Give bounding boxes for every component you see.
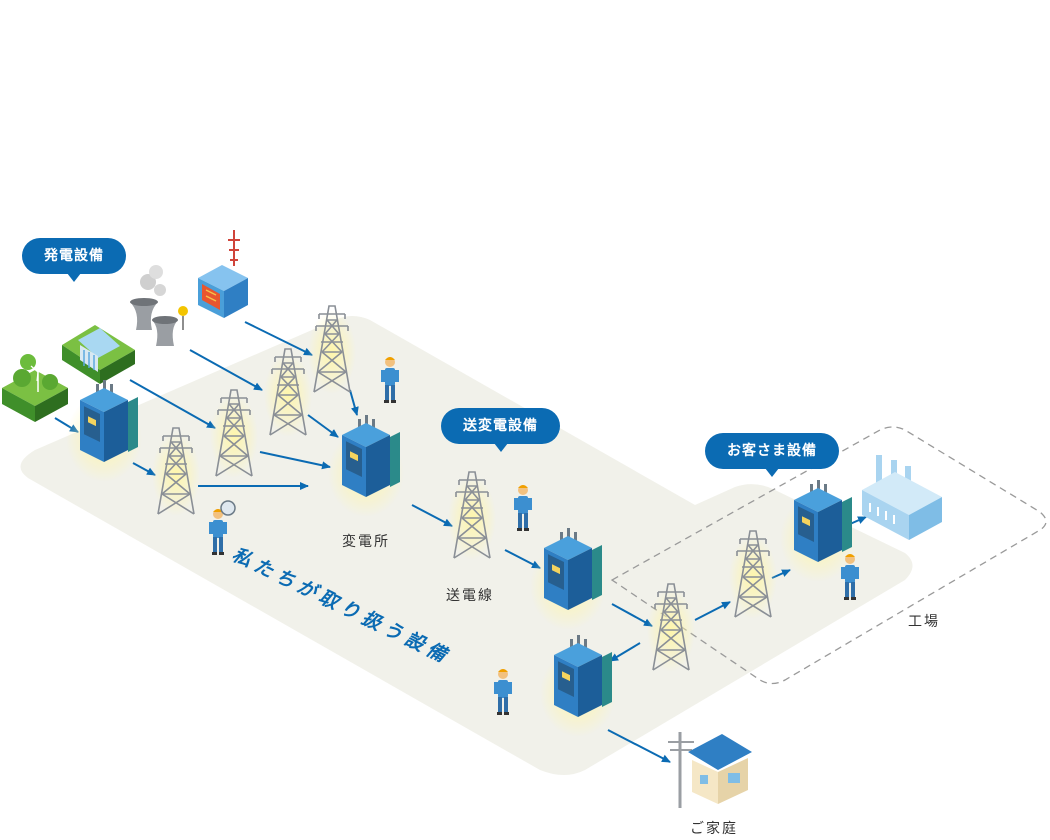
flow-arrows [54,321,867,763]
transmission-callout: 送変電設備 [441,408,560,452]
customer-callout: お客さま設備 [705,433,839,477]
house-icon [668,732,752,808]
substation-1 [66,380,142,482]
thermal-plant-icon [198,230,248,318]
factory-label: 工場 [908,614,940,630]
factory-icon [862,455,942,540]
generation-callout: 発電設備 [22,238,126,282]
wind-farm-icon [2,354,68,422]
substation-customer [780,480,856,582]
substation-label: 変電所 [342,534,390,550]
hydro-dam-icon [62,325,135,384]
power-line-label: 送電線 [446,588,494,604]
home-label: ご家庭 [690,821,738,837]
magnifier-icon [220,500,236,516]
nuclear-plant-icon [130,265,188,346]
